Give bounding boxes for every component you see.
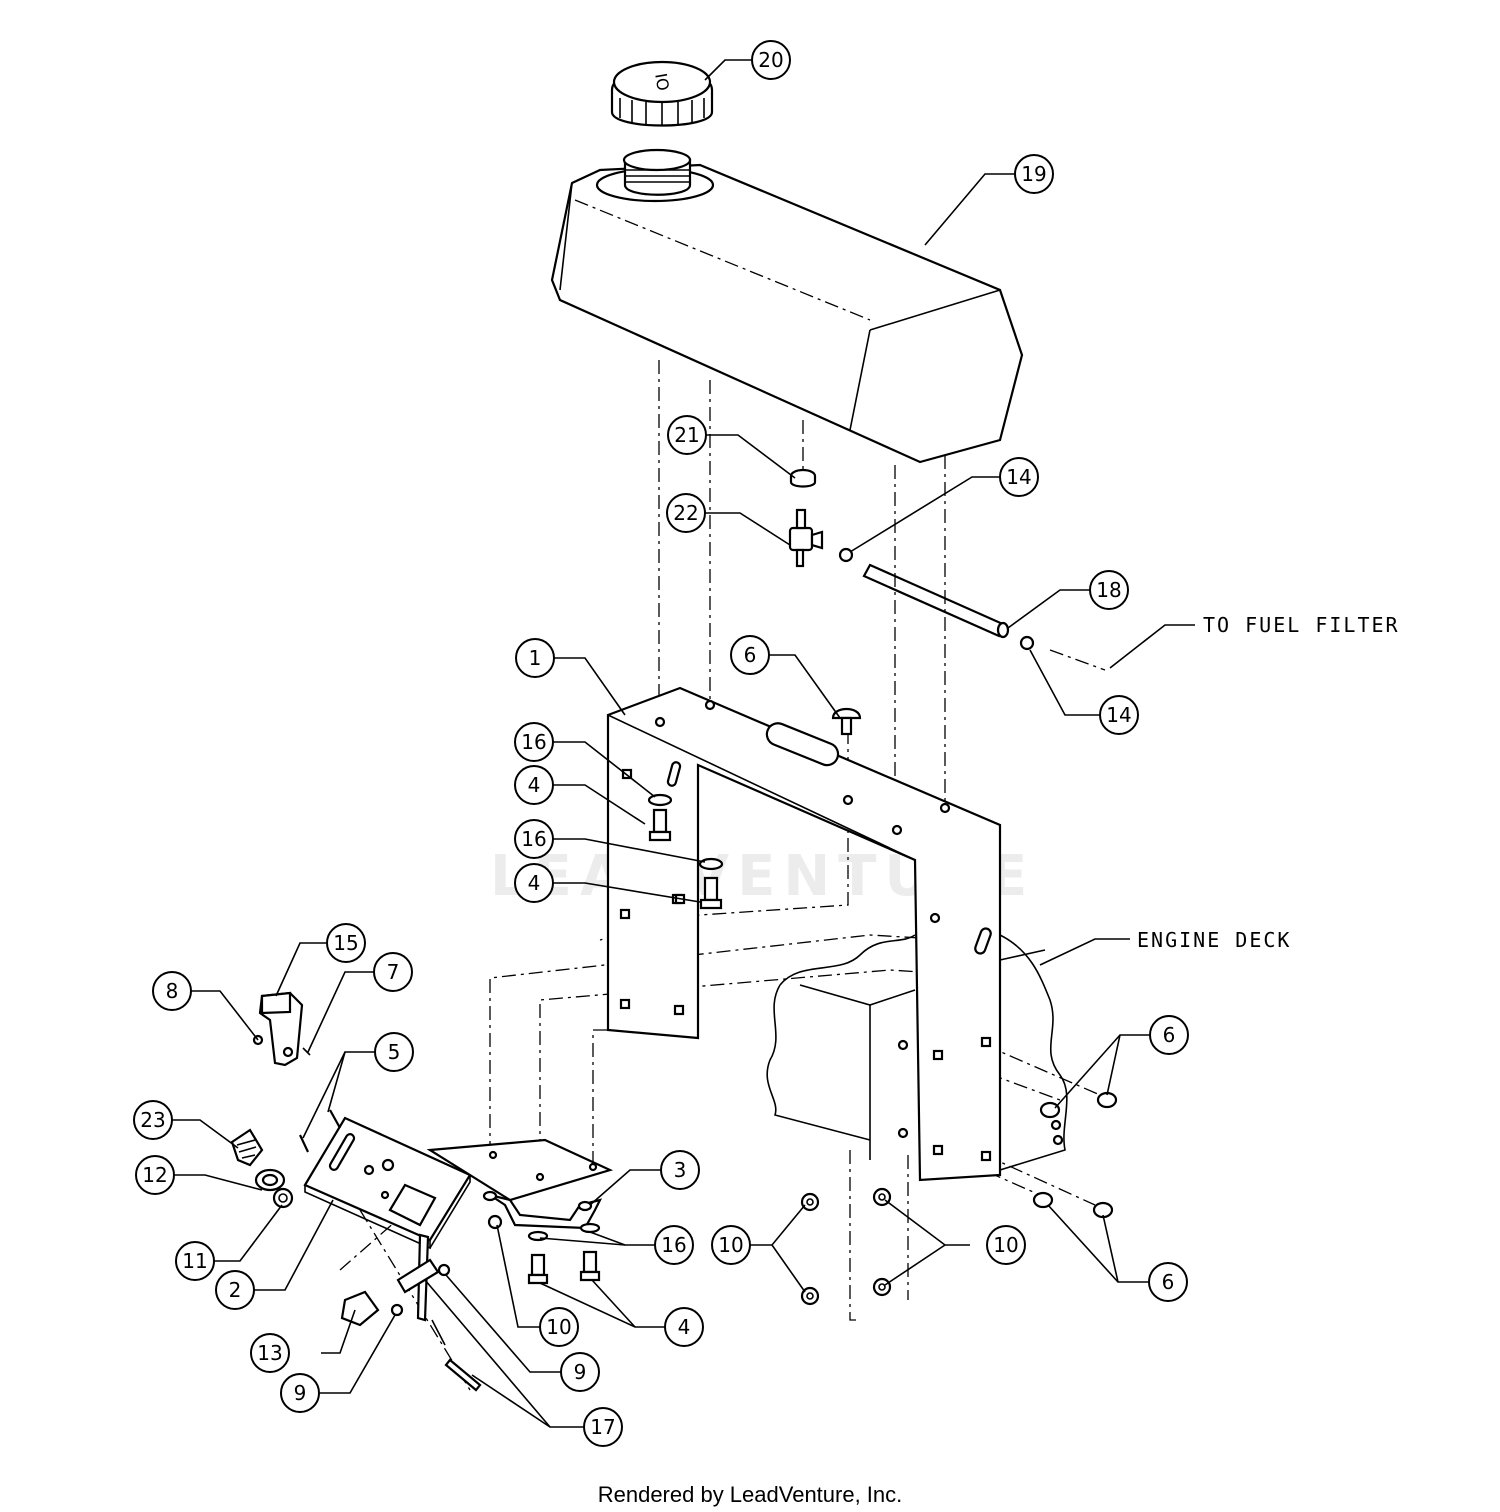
svg-text:IO: IO (651, 72, 673, 92)
engine-deck-label: ENGINE DECK (1137, 928, 1291, 952)
callout-15: 15 (326, 923, 366, 963)
callout-4-middle: 4 (514, 863, 554, 903)
engine-deck (766, 934, 1068, 1171)
callout-12: 12 (135, 1155, 175, 1195)
bushing (789, 468, 817, 488)
callout-3: 3 (660, 1150, 700, 1190)
svg-text:4: 4 (528, 773, 541, 797)
svg-text:9: 9 (294, 1381, 307, 1405)
callout-16-lower: 16 (654, 1225, 694, 1265)
svg-text:5: 5 (388, 1040, 401, 1064)
leader-lines (172, 59, 1195, 1428)
svg-text:19: 19 (1021, 162, 1046, 186)
callout-19: 19 (1014, 154, 1054, 194)
callout-4-upper: 4 (514, 765, 554, 805)
callout-6-bottom: 6 (1148, 1262, 1188, 1302)
svg-text:12: 12 (142, 1163, 167, 1187)
svg-text:14: 14 (1006, 465, 1031, 489)
callout-11: 11 (175, 1241, 215, 1281)
callout-20: 20 (751, 40, 791, 80)
callout-17: 17 (583, 1407, 623, 1447)
svg-text:1: 1 (529, 646, 542, 670)
callout-5: 5 (374, 1032, 414, 1072)
svg-text:4: 4 (528, 871, 541, 895)
shutoff-valve (788, 508, 824, 568)
callout-1: 1 (515, 638, 555, 678)
callout-13: 13 (250, 1333, 290, 1373)
svg-text:15: 15 (333, 931, 358, 955)
svg-text:9: 9 (574, 1360, 587, 1384)
choke-knob (230, 1128, 264, 1167)
hose-clamp-upper (838, 547, 854, 563)
fuel-cap: IO (610, 60, 714, 127)
svg-text:16: 16 (661, 1233, 686, 1257)
callout-9-right: 9 (560, 1352, 600, 1392)
panel-bolts (487, 1214, 601, 1285)
svg-text:20: 20 (758, 48, 783, 72)
throttle-lever (252, 991, 311, 1067)
nuts (800, 1187, 892, 1306)
control-rod-assembly (396, 1233, 482, 1392)
svg-text:10: 10 (718, 1233, 743, 1257)
svg-text:3: 3 (674, 1158, 687, 1182)
callout-10-left: 10 (711, 1225, 751, 1265)
svg-text:21: 21 (674, 423, 699, 447)
to-fuel-filter-label: TO FUEL FILTER (1203, 613, 1400, 637)
svg-text:11: 11 (182, 1249, 207, 1273)
callout-16-upper: 16 (514, 722, 554, 762)
svg-text:6: 6 (1163, 1023, 1176, 1047)
tank-bracket (606, 686, 1002, 1182)
fuel-tank (550, 148, 1024, 464)
callout-10-right: 10 (986, 1225, 1026, 1265)
mounting-bracket (426, 1138, 614, 1230)
svg-text:16: 16 (521, 827, 546, 851)
carriage-bolts-side (1032, 1091, 1118, 1219)
svg-text:7: 7 (387, 960, 400, 984)
switch-knob (254, 1168, 286, 1192)
svg-text:23: 23 (140, 1108, 165, 1132)
svg-text:16: 16 (521, 730, 546, 754)
callout-14-lower: 14 (1099, 695, 1139, 735)
callout-21: 21 (667, 415, 707, 455)
callout-7: 7 (373, 952, 413, 992)
callout-6-side: 6 (1149, 1015, 1189, 1055)
ignition-switch (340, 1290, 404, 1327)
svg-text:6: 6 (744, 643, 757, 667)
callout-18: 18 (1089, 570, 1129, 610)
rendered-by-credit: Rendered by LeadVenture, Inc. (598, 1482, 903, 1507)
svg-text:2: 2 (229, 1278, 242, 1302)
svg-text:8: 8 (166, 979, 179, 1003)
throttle-panel (303, 1116, 472, 1250)
indicator-nut (272, 1187, 294, 1209)
svg-text:4: 4 (678, 1315, 691, 1339)
svg-text:17: 17 (590, 1415, 615, 1439)
callout-9-left: 9 (280, 1373, 320, 1413)
callout-23: 23 (133, 1100, 173, 1140)
callout-6-top: 6 (730, 635, 770, 675)
carriage-bolt-top (831, 707, 862, 736)
callout-4-lower: 4 (664, 1307, 704, 1347)
callout-2: 2 (215, 1270, 255, 1310)
callout-16-middle: 16 (514, 819, 554, 859)
svg-text:10: 10 (546, 1315, 571, 1339)
svg-text:22: 22 (673, 501, 698, 525)
fuel-line (862, 563, 1010, 639)
svg-text:10: 10 (993, 1233, 1018, 1257)
callout-14-upper: 14 (999, 457, 1039, 497)
callout-10-bottom: 10 (539, 1307, 579, 1347)
hose-clamp-lower (1019, 635, 1035, 651)
callout-8: 8 (152, 971, 192, 1011)
panel-screws (299, 1109, 341, 1153)
svg-text:6: 6 (1162, 1270, 1175, 1294)
svg-text:14: 14 (1106, 703, 1131, 727)
svg-text:13: 13 (257, 1341, 282, 1365)
callout-22: 22 (666, 493, 706, 533)
svg-text:18: 18 (1096, 578, 1121, 602)
